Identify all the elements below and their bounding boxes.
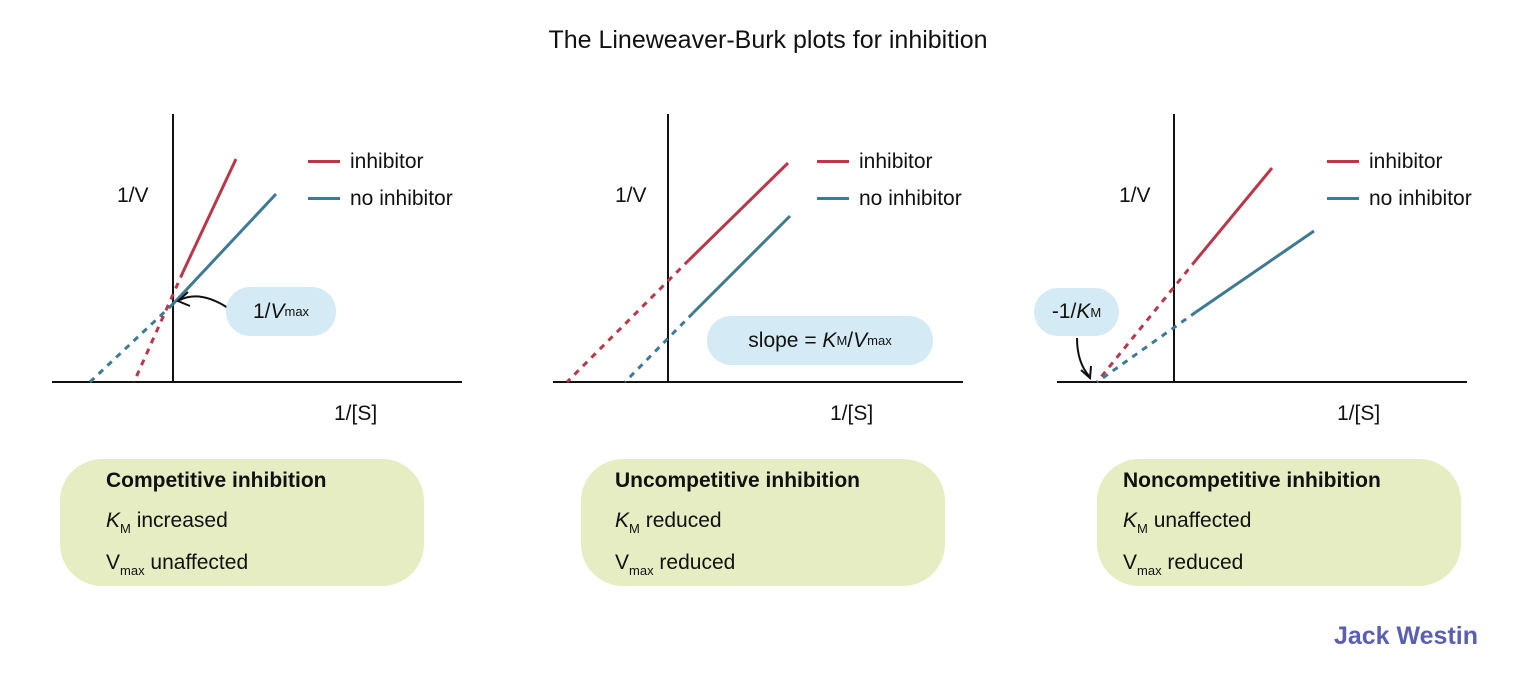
- legend: inhibitor no inhibitor: [308, 143, 453, 217]
- y-axis-label: 1/V: [1119, 184, 1151, 207]
- legend-swatch-no-inhibitor: [817, 197, 849, 200]
- summary-box-uncompetitive: Uncompetitive inhibition KM reduced Vmax…: [581, 459, 945, 586]
- inhibitor-line: [1194, 167, 1274, 261]
- km-effect: KM unaffected: [1123, 509, 1252, 536]
- legend-swatch-inhibitor: [308, 160, 340, 163]
- summary-box-competitive: Competitive inhibition KM increased Vmax…: [60, 459, 424, 586]
- plot-noncompetitive: [1057, 114, 1467, 384]
- summary-box-noncompetitive: Noncompetitive inhibition KM unaffected …: [1097, 459, 1461, 586]
- legend-item-no-inhibitor: no inhibitor: [1327, 180, 1472, 217]
- no-inhibitor-extrapolation: [88, 302, 175, 384]
- legend-item-no-inhibitor: no inhibitor: [308, 180, 453, 217]
- arrow-head: [1080, 365, 1092, 381]
- no-inhibitor-extrapolation: [1096, 310, 1197, 384]
- legend-item-no-inhibitor: no inhibitor: [817, 180, 962, 217]
- callout-arrow: [1076, 337, 1090, 377]
- inhibitor-extrapolation: [1095, 259, 1198, 383]
- km-effect: KM increased: [106, 509, 228, 536]
- no-inhibitor-line: [1195, 229, 1315, 314]
- legend-item-inhibitor: inhibitor: [1327, 143, 1472, 180]
- vmax-effect: Vmax reduced: [1123, 551, 1244, 578]
- vmax-effect: Vmax unaffected: [106, 551, 249, 578]
- legend-swatch-inhibitor: [817, 160, 849, 163]
- vmax-effect: Vmax reduced: [615, 551, 736, 578]
- legend-swatch-no-inhibitor: [308, 197, 340, 200]
- y-axis-label: 1/V: [615, 184, 647, 207]
- callout-arrow: [179, 295, 229, 309]
- plot-competitive: [52, 114, 462, 384]
- y-axis-label: 1/V: [117, 184, 149, 207]
- km-effect: KM reduced: [615, 509, 722, 536]
- x-axis-label: 1/[S]: [830, 402, 874, 425]
- panel-uncompetitive: 1/V 1/[S] inhibitor no inhibitor slope =…: [553, 100, 1023, 440]
- legend: inhibitor no inhibitor: [1327, 143, 1472, 217]
- no-inhibitor-extrapolation: [623, 311, 695, 384]
- no-inhibitor-line: [171, 192, 278, 306]
- x-axis-label: 1/[S]: [334, 402, 378, 425]
- legend-swatch-no-inhibitor: [1327, 197, 1359, 200]
- legend-item-inhibitor: inhibitor: [308, 143, 453, 180]
- box-title: Uncompetitive inhibition: [615, 469, 860, 492]
- legend-swatch-inhibitor: [1327, 160, 1359, 163]
- legend-item-inhibitor: inhibitor: [817, 143, 962, 180]
- diagram-title: The Lineweaver-Burk plots for inhibition: [548, 26, 988, 54]
- box-title: Noncompetitive inhibition: [1123, 469, 1381, 492]
- brand-logo-text: Jack Westin: [1333, 622, 1478, 650]
- inhibitor-line: [687, 161, 790, 262]
- x-axis-label: 1/[S]: [1337, 402, 1381, 425]
- arrow-head: [176, 291, 191, 307]
- box-title: Competitive inhibition: [106, 469, 327, 492]
- inhibitor-extrapolation: [132, 271, 185, 383]
- inhibitor-line: [181, 158, 238, 273]
- inhibitor-extrapolation: [565, 258, 691, 384]
- legend: inhibitor no inhibitor: [817, 143, 962, 217]
- no-inhibitor-line: [691, 214, 792, 315]
- plot-uncompetitive: [553, 114, 963, 384]
